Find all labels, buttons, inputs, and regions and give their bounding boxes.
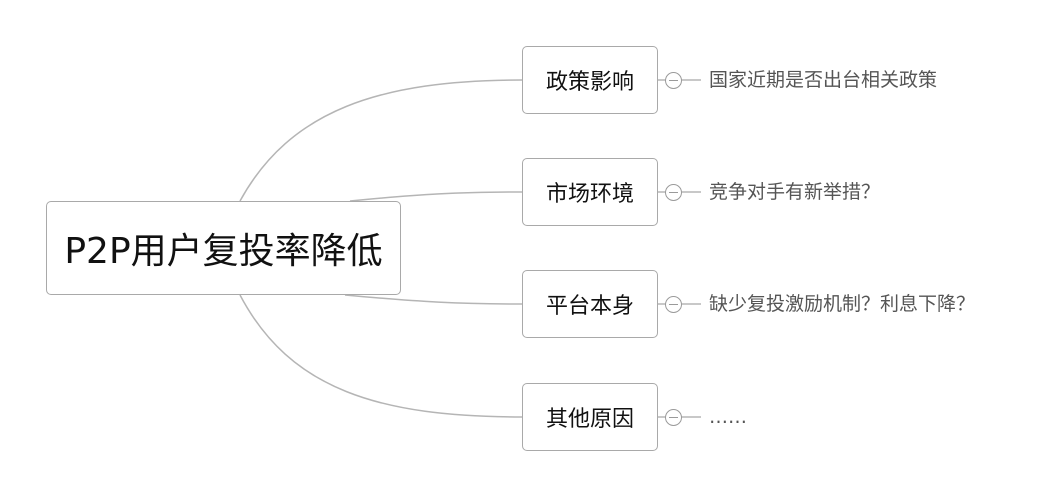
subtopic-market-detail[interactable]: 竞争对手有新举措？ xyxy=(709,180,880,204)
connector-root-branch-1 xyxy=(239,79,523,202)
subtopic-label: 国家近期是否出台相关政策 xyxy=(709,69,938,91)
connector-root-branch-4 xyxy=(239,294,523,418)
collapse-toggle-icon[interactable] xyxy=(665,409,682,426)
branch-topic-label: 市场环境 xyxy=(545,182,634,207)
connector-root-branch-2 xyxy=(349,191,523,202)
subtopic-policy-detail[interactable]: 国家近期是否出台相关政策 xyxy=(709,68,937,92)
connector-root-branch-3 xyxy=(344,294,523,305)
subtopic-platform-detail[interactable]: 缺少复投激励机制？利息下降？ xyxy=(709,292,975,316)
branch-topic-market[interactable]: 市场环境 xyxy=(522,158,658,226)
branch-topic-label: 平台本身 xyxy=(545,294,634,319)
root-topic-label: P2P用户复投率降低 xyxy=(64,231,383,272)
root-topic[interactable]: P2P用户复投率降低 xyxy=(46,201,401,295)
subtopic-label: …… xyxy=(709,406,747,428)
collapse-toggle-icon[interactable] xyxy=(665,296,682,313)
subtopic-label: 缺少复投激励机制？利息下降？ xyxy=(709,293,976,315)
branch-topic-other[interactable]: 其他原因 xyxy=(522,383,658,451)
branch-topic-label: 其他原因 xyxy=(545,407,634,432)
subtopic-label: 竞争对手有新举措？ xyxy=(709,181,881,203)
branch-topic-policy[interactable]: 政策影响 xyxy=(522,46,658,114)
branch-topic-platform[interactable]: 平台本身 xyxy=(522,270,658,338)
collapse-toggle-icon[interactable] xyxy=(665,184,682,201)
branch-topic-label: 政策影响 xyxy=(545,70,634,95)
collapse-toggle-icon[interactable] xyxy=(665,72,682,89)
subtopic-other-detail[interactable]: …… xyxy=(709,405,747,429)
